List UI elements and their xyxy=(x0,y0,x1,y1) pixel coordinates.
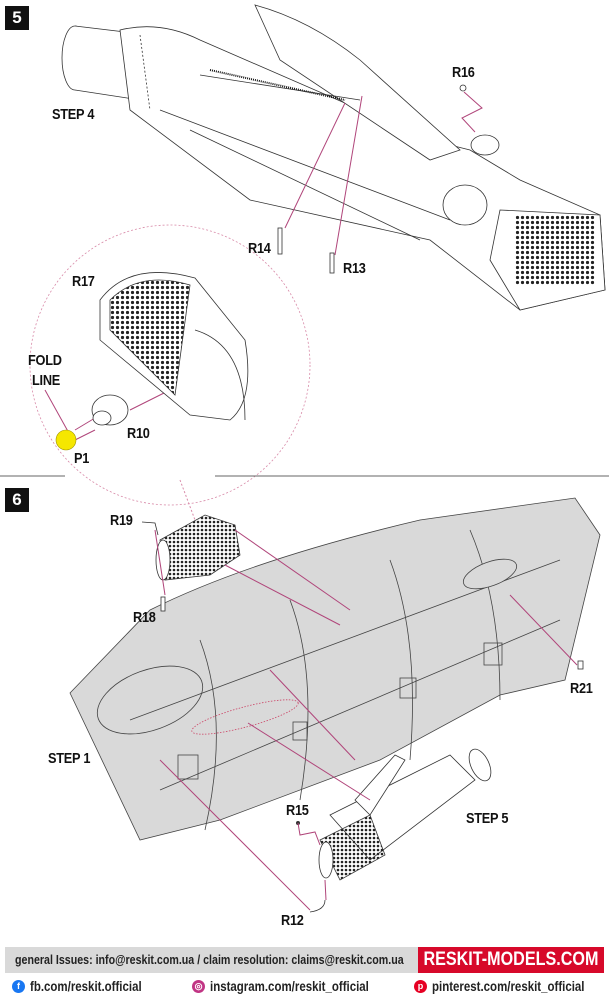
social-link-text: pinterest.com/reskit_official xyxy=(432,978,585,994)
part-label-r16: R16 xyxy=(452,64,475,81)
part-label-r17: R17 xyxy=(72,273,95,290)
r18-part xyxy=(160,596,166,612)
part-label-r18: R18 xyxy=(133,609,156,626)
vent-grille-step5 xyxy=(515,215,595,285)
r17-filter-housing xyxy=(99,272,249,421)
social-link-text: fb.com/reskit.official xyxy=(30,978,142,994)
social-link-text: instagram.com/reskit_official xyxy=(210,978,369,994)
social-link-pinterest[interactable]: p pinterest.com/reskit_official xyxy=(414,978,609,994)
step-4-label: STEP 4 xyxy=(52,106,95,123)
part-label-p1: P1 xyxy=(74,450,90,467)
r10-part xyxy=(91,394,129,426)
part-label-r13: R13 xyxy=(343,260,366,277)
step-5-label: STEP 5 xyxy=(466,810,509,827)
part-label-r12: R12 xyxy=(281,912,304,929)
leader-lines-step6 xyxy=(154,479,578,911)
fold-line-label-1: FOLD xyxy=(28,352,62,369)
r21-part xyxy=(577,660,584,670)
small-parts-step5 xyxy=(277,84,467,274)
part-label-r19: R19 xyxy=(110,512,133,529)
r19-filter-assembly xyxy=(155,514,241,581)
step-number-badge-5: 5 xyxy=(5,6,29,30)
brand-website-link[interactable]: RESKIT-MODELS.COM xyxy=(418,947,604,973)
contact-info: general Issues: info@reskit.com.ua / cla… xyxy=(15,952,404,967)
instagram-icon: ◎ xyxy=(192,979,205,993)
part-label-r21: R21 xyxy=(570,680,593,697)
step-1-label: STEP 1 xyxy=(48,750,91,767)
part-label-r15: R15 xyxy=(286,802,309,819)
fold-line-label-2: LINE xyxy=(32,372,61,389)
r19-part xyxy=(141,521,159,536)
step-number-badge-6: 6 xyxy=(5,488,29,512)
pinterest-icon: p xyxy=(414,979,427,993)
part-label-r14: R14 xyxy=(248,240,271,257)
detail-callout-circle xyxy=(29,224,311,506)
p1-yellow-part xyxy=(55,429,77,451)
brand-label: RESKIT-MODELS.COM xyxy=(423,949,599,970)
social-link-instagram[interactable]: ◎ instagram.com/reskit_official xyxy=(192,978,404,994)
facebook-icon: f xyxy=(12,979,25,993)
r12-part xyxy=(309,899,326,913)
step5-engine-assembly xyxy=(318,748,492,881)
social-link-facebook[interactable]: f fb.com/reskit.official xyxy=(12,978,166,994)
fuselage-drawing xyxy=(69,497,601,841)
part-label-r10: R10 xyxy=(127,425,150,442)
